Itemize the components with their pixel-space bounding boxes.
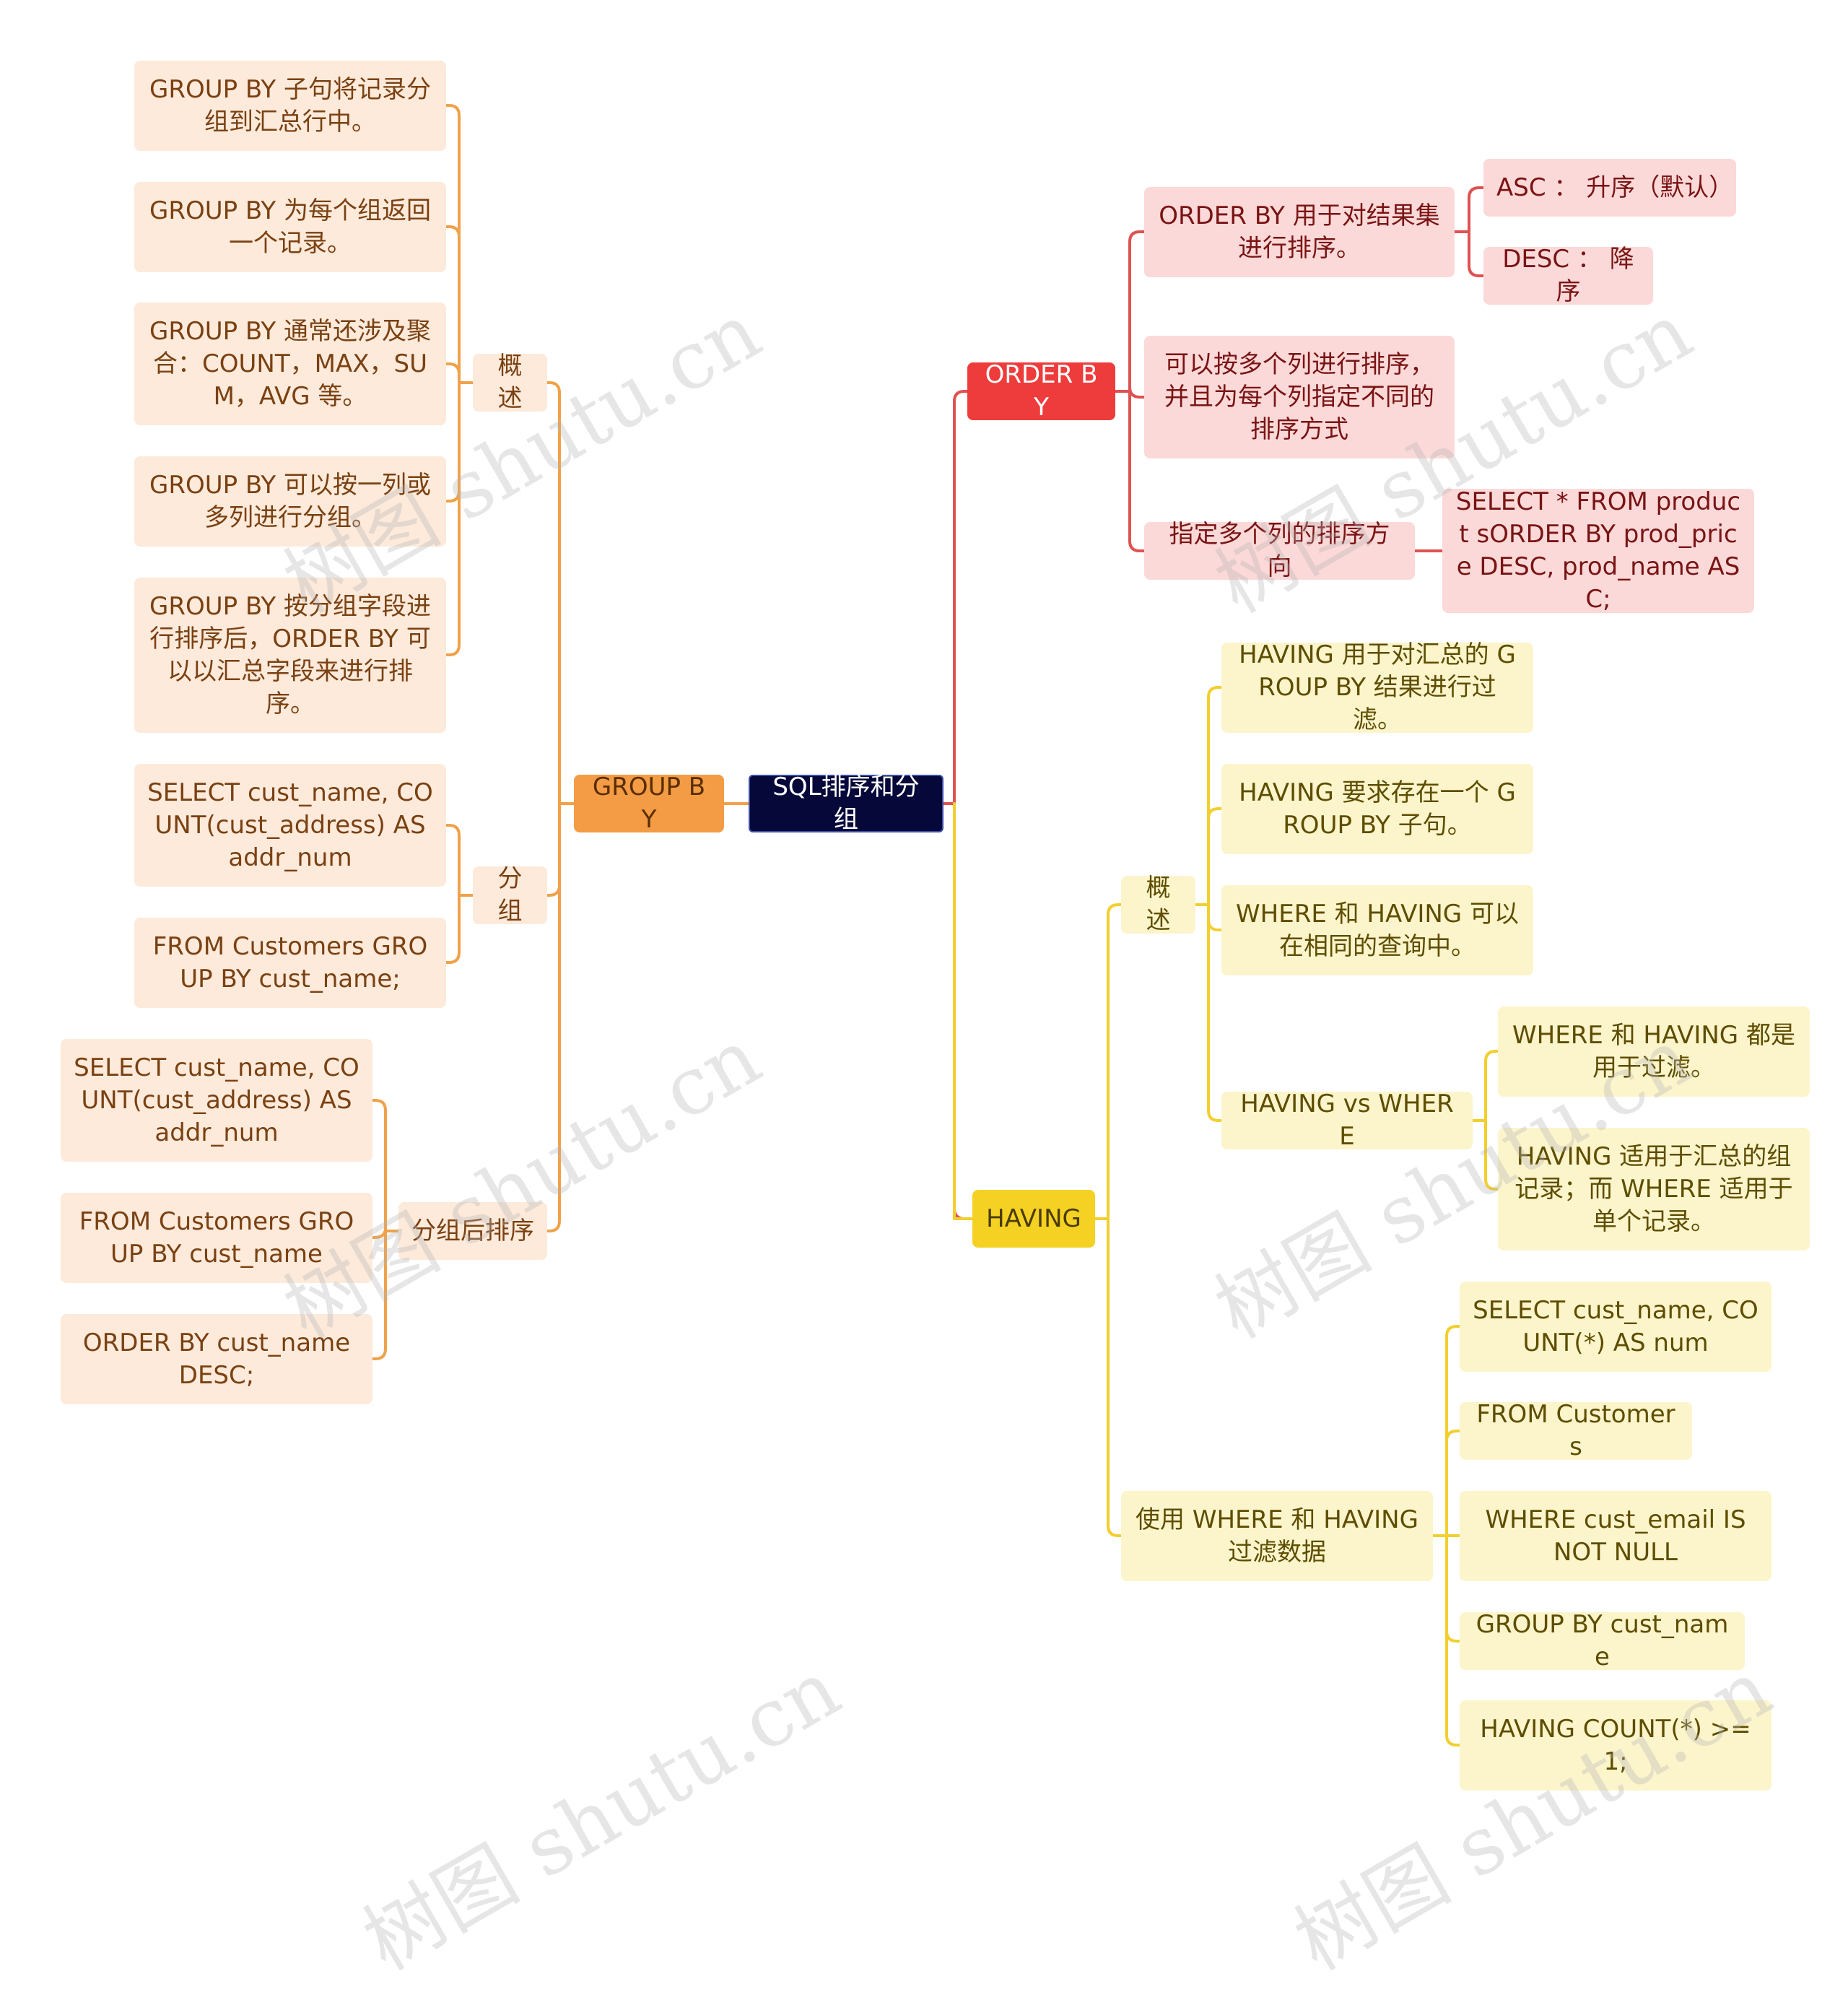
connector-branch (546, 802, 561, 897)
having-overview-item[interactable]: HAVING 要求存在一个 GROUP BY 子句。 (1221, 764, 1533, 854)
having-usage-label[interactable]: 使用 WHERE 和 HAVING 过滤数据 (1121, 1491, 1433, 1581)
connector-branch (1128, 386, 1146, 399)
having-usage-item[interactable]: GROUP BY cust_name (1460, 1610, 1745, 1671)
branch-having[interactable]: HAVING (972, 1190, 1095, 1248)
order-by-asc-node[interactable]: ASC ： 升序（默认） (1483, 159, 1736, 217)
having-usage-item[interactable]: SELECT cust_name, COUNT(*) AS num (1460, 1282, 1771, 1372)
group-by-overview-item[interactable]: GROUP BY 按分组字段进行排序后，ORDER BY 可以以汇总字段来进行排… (134, 578, 446, 733)
connector-branch (1445, 1430, 1461, 1537)
connector-branch (445, 104, 461, 384)
order-by-direction-example-node[interactable]: SELECT * FROM product sORDER BY prod_pri… (1442, 487, 1754, 614)
order-by-desc-node[interactable]: DESC ： 降序 (1483, 245, 1653, 306)
having-vs-where-label[interactable]: HAVING vs WHERE (1221, 1089, 1473, 1151)
having-vs-where-item[interactable]: WHERE 和 HAVING 都是用于过滤。 (1498, 1006, 1810, 1097)
connector-branch (1484, 1119, 1499, 1191)
connector-branch (371, 1099, 387, 1232)
having-vs-where-item[interactable]: HAVING 适用于汇总的组记录；而 WHERE 适用于单个记录。 (1498, 1128, 1810, 1251)
connector-branch (1107, 1217, 1123, 1537)
branch-order-by[interactable]: ORDER BY (967, 360, 1115, 422)
order-by-multi-columns-node[interactable]: 可以按多个列进行排序，并且为每个列指定不同的排序方式 (1144, 336, 1455, 458)
connector-branch (445, 362, 461, 384)
having-usage-item[interactable]: FROM Customers (1460, 1400, 1692, 1461)
connector-branch (546, 802, 561, 1232)
branch-group-by[interactable]: GROUP BY (574, 773, 724, 834)
connector-branch (953, 802, 974, 1220)
group-by-overview-label[interactable]: 概述 (473, 352, 547, 413)
connector-lines (371, 104, 1499, 1747)
connector-branch (546, 381, 561, 805)
group-by-overview-item[interactable]: GROUP BY 通常还涉及聚合：COUNT，MAX，SUM，AVG 等。 (134, 303, 446, 425)
connector-branch (1445, 1325, 1461, 1537)
connector-branch (1468, 230, 1485, 277)
connector-branch (953, 390, 969, 805)
group-by-sort-item[interactable]: SELECT cust_name, COUNT(cust_address) AS… (61, 1039, 372, 1162)
connector-branch (445, 381, 461, 503)
connector-branch (371, 1230, 387, 1360)
connector-branch (1107, 903, 1123, 1220)
connector-branch (1207, 686, 1223, 906)
order-by-purpose-node[interactable]: ORDER BY 用于对结果集进行排序。 (1144, 187, 1455, 277)
root-node[interactable]: SQL排序和分组 (749, 773, 943, 834)
group-by-grouping-item[interactable]: FROM Customers GROUP BY cust_name; (134, 918, 446, 1008)
connector-branch (1207, 807, 1223, 906)
group-by-grouping-label[interactable]: 分组 (473, 864, 547, 926)
connector-branch (1207, 903, 1223, 1122)
having-usage-item[interactable]: HAVING COUNT(*) >= 1; (1460, 1700, 1771, 1791)
having-overview-item[interactable]: HAVING 用于对汇总的 GROUP BY 结果进行过滤。 (1221, 640, 1533, 734)
having-overview-label[interactable]: 概述 (1121, 874, 1195, 935)
order-by-direction-node[interactable]: 指定多个列的排序方向 (1144, 520, 1415, 581)
group-by-sort-label[interactable]: 分组后排序 (398, 1202, 547, 1260)
connector-branch (445, 381, 461, 656)
connector-branch (445, 824, 461, 897)
group-by-grouping-item[interactable]: SELECT cust_name, COUNT(cust_address) AS… (134, 764, 446, 887)
connector-branch (1128, 230, 1146, 393)
connector-branch (371, 1227, 387, 1239)
connector-branch (1445, 1534, 1461, 1747)
connector-branch (1484, 1050, 1499, 1122)
connector-branch (1445, 1534, 1461, 1643)
connector-branch (445, 894, 461, 964)
connector-branch (1468, 186, 1485, 233)
having-usage-item[interactable]: WHERE cust_email IS NOT NULL (1460, 1491, 1771, 1581)
connector-branch (1128, 390, 1146, 552)
group-by-sort-item[interactable]: ORDER BY cust_name DESC; (61, 1314, 372, 1404)
group-by-overview-item[interactable]: GROUP BY 为每个组返回一个记录。 (134, 182, 446, 272)
connector-branch (1207, 903, 1223, 931)
group-by-overview-item[interactable]: GROUP BY 子句将记录分组到汇总行中。 (134, 61, 446, 151)
group-by-sort-item[interactable]: FROM Customers GROUP BY cust_name (61, 1193, 372, 1283)
connector-branch (445, 225, 461, 384)
group-by-overview-item[interactable]: GROUP BY 可以按一列或多列进行分组。 (134, 456, 446, 547)
having-overview-item[interactable]: WHERE 和 HAVING 可以在相同的查询中。 (1221, 885, 1533, 975)
